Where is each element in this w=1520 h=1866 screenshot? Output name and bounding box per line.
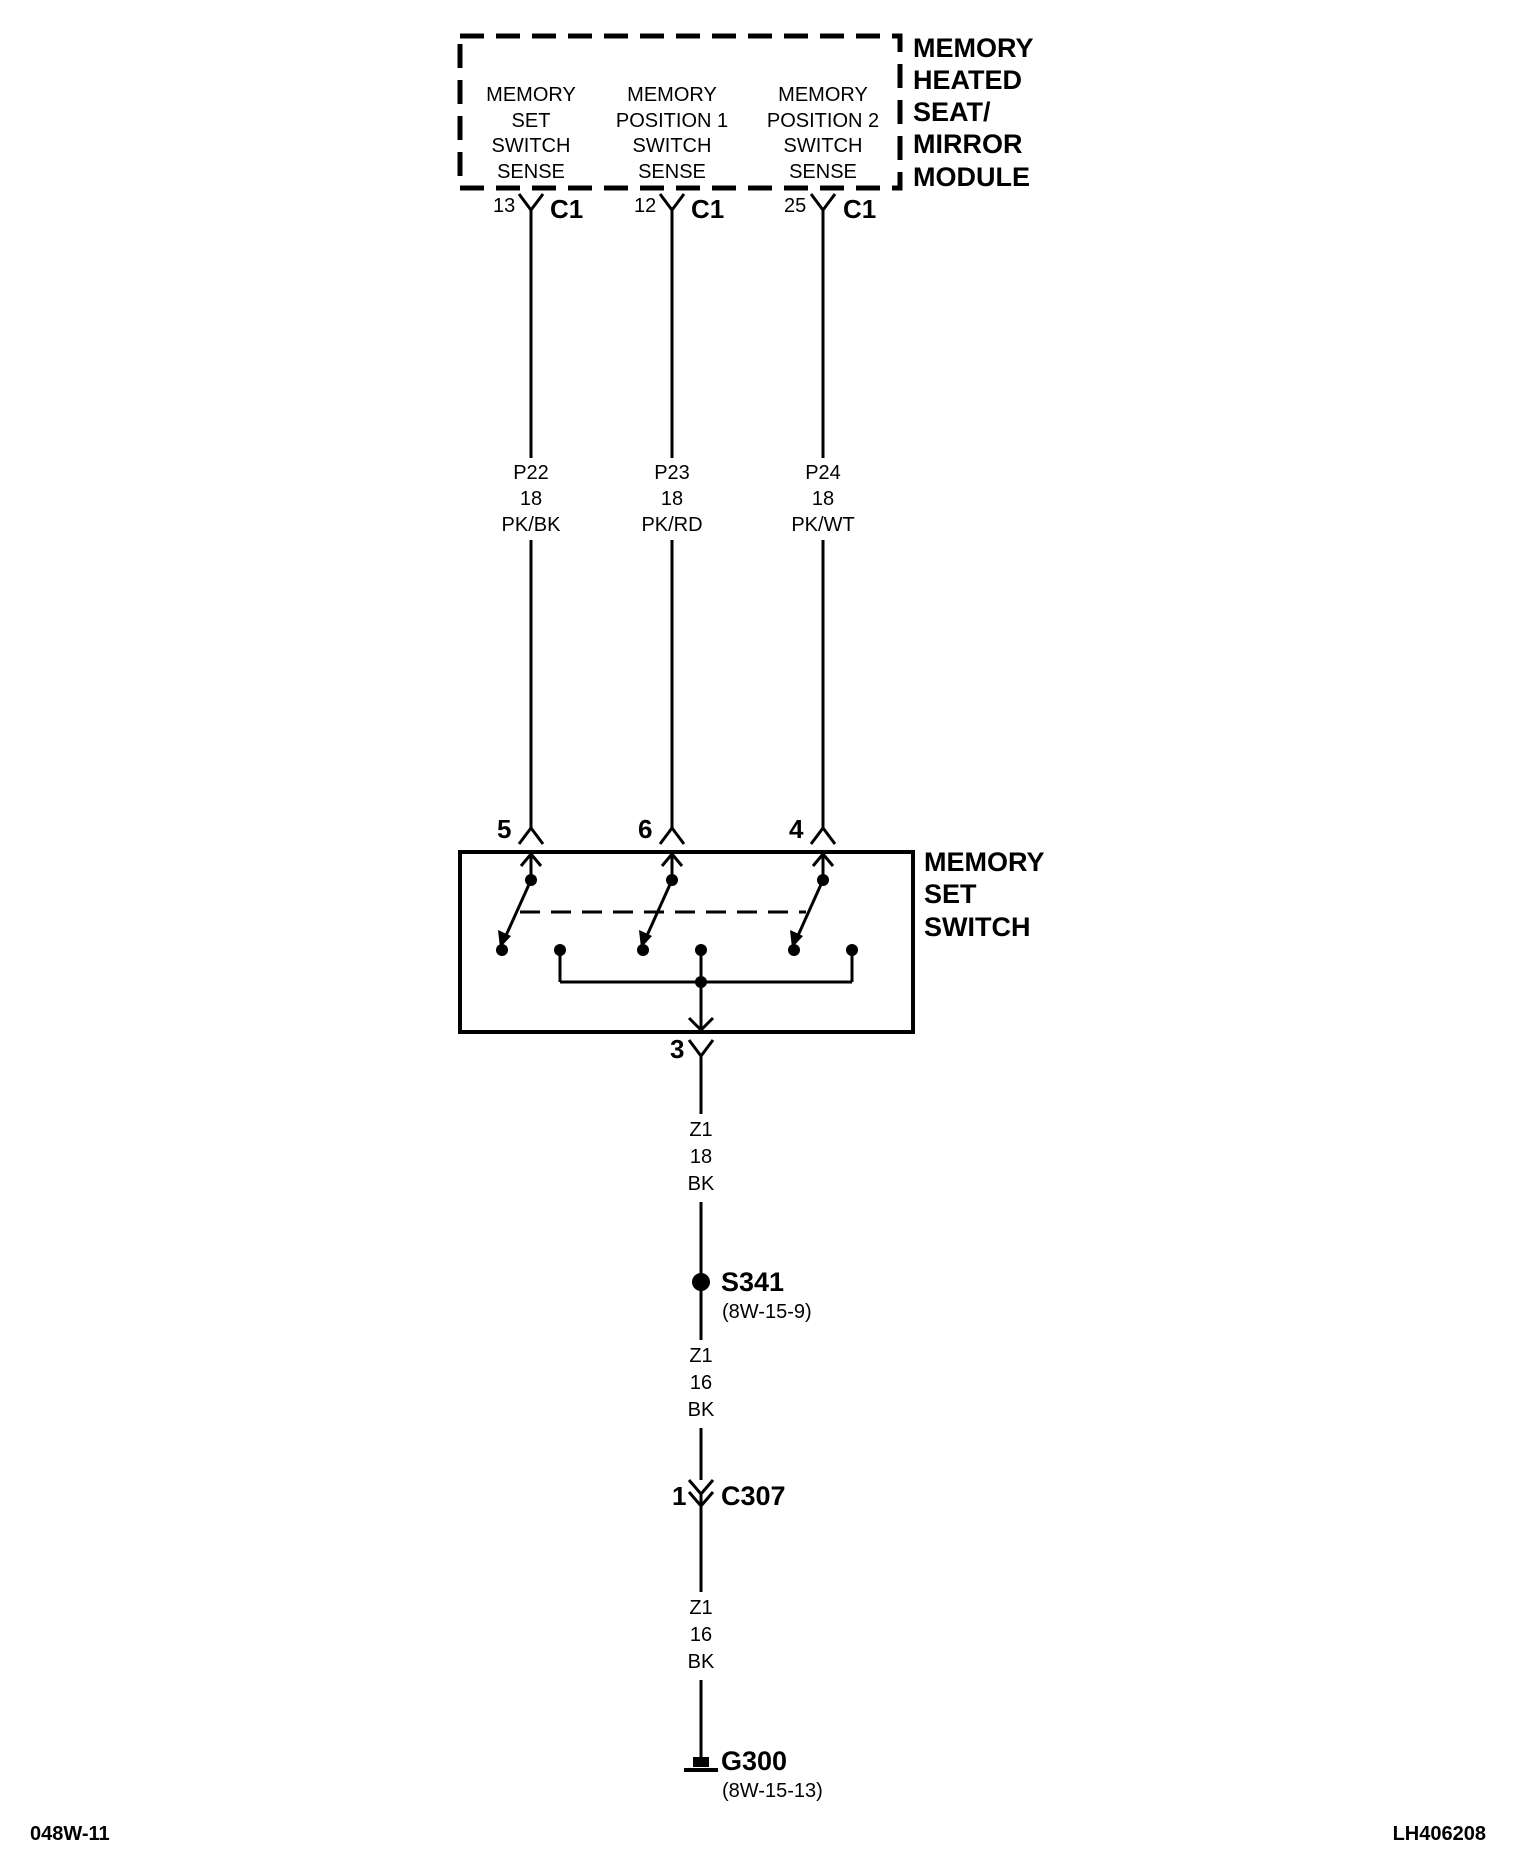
switch-contact xyxy=(496,944,508,956)
connector-pin-symbol xyxy=(658,193,686,213)
wire-circuit: P24 xyxy=(805,462,841,484)
switch-name-line: SWITCH xyxy=(924,912,1030,942)
wire-p24: P24 18 PK/WT xyxy=(791,210,855,828)
module-name-line: MODULE xyxy=(913,162,1030,192)
pin-function-line: SWITCH xyxy=(492,135,571,157)
wire-circuit: Z1 xyxy=(689,1119,712,1141)
pin-function-line: MEMORY xyxy=(627,84,717,106)
pin-number: 4 xyxy=(789,814,804,844)
wire-gauge: 18 xyxy=(520,488,542,510)
pin-function-line: MEMORY xyxy=(778,84,868,106)
ground-wire-1: Z1 18 BK xyxy=(688,1056,715,1274)
pin-function-line: SENSE xyxy=(638,161,706,183)
switch-contact xyxy=(637,944,649,956)
wire-color: BK xyxy=(688,1173,715,1195)
connector-pin-symbol xyxy=(658,825,686,845)
wire-gauge: 18 xyxy=(690,1146,712,1168)
module-name-line: HEATED xyxy=(913,65,1022,95)
switch-name-line: MEMORY xyxy=(924,847,1045,877)
wire-gauge: 16 xyxy=(690,1624,712,1646)
splice-dot xyxy=(692,1273,710,1291)
wire-circuit: Z1 xyxy=(689,1597,712,1619)
module-pin-label-pos2: MEMORY POSITION 2 SWITCH SENSE xyxy=(767,84,879,183)
wire-circuit: P22 xyxy=(513,462,549,484)
connector-pin-symbol xyxy=(809,193,837,213)
pin-function-line: SWITCH xyxy=(633,135,712,157)
footer-figure-id: 048W-11 xyxy=(30,1823,110,1845)
wire-gauge: 18 xyxy=(812,488,834,510)
module-name-line: MEMORY xyxy=(913,33,1034,63)
module-name-line: SEAT/ xyxy=(913,97,991,127)
wire-color: PK/BK xyxy=(502,514,562,536)
wire-p22: P22 18 PK/BK xyxy=(502,210,562,828)
module-name: MEMORY HEATED SEAT/ MIRROR MODULE xyxy=(913,33,1034,192)
pin-function-line: SENSE xyxy=(497,161,565,183)
ground-id: G300 xyxy=(721,1746,787,1776)
connector-pin-symbol xyxy=(687,1479,715,1497)
module-pin-label-set: MEMORY SET SWITCH SENSE xyxy=(486,84,576,183)
switch-input-pins: 5 6 4 xyxy=(497,814,837,845)
wire-circuit: P23 xyxy=(654,462,690,484)
connector-pin-symbol xyxy=(517,825,545,845)
pin-function-line: POSITION 1 xyxy=(616,110,728,132)
pin-number: 6 xyxy=(638,814,652,844)
wire-circuit: Z1 xyxy=(689,1345,712,1367)
pin-function-line: SET xyxy=(512,110,551,132)
switch-ground-pin: 3 xyxy=(670,1034,715,1064)
switch-name: MEMORY SET SWITCH xyxy=(924,847,1045,942)
module-pin-label-pos1: MEMORY POSITION 1 SWITCH SENSE xyxy=(616,84,728,183)
switch-name-line: SET xyxy=(924,879,977,909)
module-connector-pins: 13 C1 12 C1 25 C1 xyxy=(493,193,876,224)
module-outline xyxy=(457,33,903,191)
pin-number: 1 xyxy=(672,1481,686,1511)
pin-function-line: POSITION 2 xyxy=(767,110,879,132)
wire-gauge: 16 xyxy=(690,1372,712,1394)
connector-pin-symbol xyxy=(687,1039,715,1059)
connector-pin-symbol xyxy=(809,825,837,845)
wire-p23: P23 18 PK/RD xyxy=(641,210,703,828)
splice-id: S341 xyxy=(721,1267,784,1297)
switch-internals xyxy=(496,851,858,1033)
ground-wire-2: Z1 16 BK xyxy=(688,1290,715,1480)
connector-c307: 1 C307 xyxy=(672,1479,786,1511)
ground-g300: G300 (8W-15-13) xyxy=(684,1746,823,1802)
pin-number: 12 xyxy=(634,195,656,217)
connector-id: C1 xyxy=(550,194,583,224)
ground-wire-3: Z1 16 BK xyxy=(688,1494,715,1762)
wire-color: BK xyxy=(688,1399,715,1421)
pin-function-line: MEMORY xyxy=(486,84,576,106)
pin-number: 5 xyxy=(497,814,511,844)
splice-s341: S341 (8W-15-9) xyxy=(692,1267,812,1323)
footer-doc-id: LH406208 xyxy=(1393,1823,1486,1845)
ground-icon xyxy=(693,1757,709,1767)
splice-ref: (8W-15-9) xyxy=(722,1301,812,1323)
switch-contact xyxy=(788,944,800,956)
wire-color: PK/RD xyxy=(641,514,702,536)
pin-function-line: SWITCH xyxy=(784,135,863,157)
pin-number: 3 xyxy=(670,1034,684,1064)
connector-id: C1 xyxy=(691,194,724,224)
connector-id: C307 xyxy=(721,1481,786,1511)
wire-gauge: 18 xyxy=(661,488,683,510)
pin-number: 13 xyxy=(493,195,515,217)
module-name-line: MIRROR xyxy=(913,129,1023,159)
wire-color: PK/WT xyxy=(791,514,854,536)
pin-number: 25 xyxy=(784,195,806,217)
connector-id: C1 xyxy=(843,194,876,224)
ground-ref: (8W-15-13) xyxy=(722,1780,823,1802)
wire-color: BK xyxy=(688,1651,715,1673)
switch-outline xyxy=(458,850,915,1034)
switch-junction xyxy=(695,976,707,988)
connector-pin-symbol xyxy=(517,193,545,213)
pin-function-line: SENSE xyxy=(789,161,857,183)
